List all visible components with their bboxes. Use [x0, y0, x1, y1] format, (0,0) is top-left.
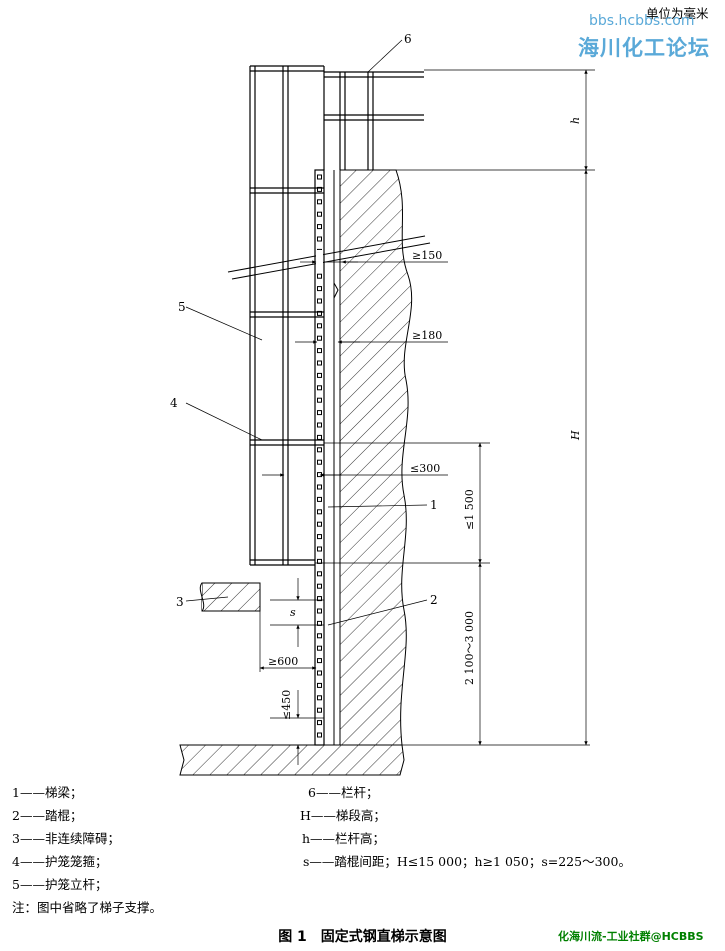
rung [317, 410, 322, 416]
legend-item-6: 6——栏杆； [308, 785, 379, 800]
unit-label: 单位为毫米 [646, 6, 709, 21]
top-railing [324, 71, 424, 170]
callout-4: 4 [170, 396, 178, 410]
wall [339, 169, 413, 746]
rung [317, 720, 322, 726]
legend-item-2: 2——踏棍； [12, 808, 83, 823]
figure-caption: 图 1 固定式钢直梯示意图 [278, 929, 447, 945]
callout-5: 5 [178, 300, 186, 314]
dimension-lines [259, 69, 595, 765]
rung [317, 620, 322, 626]
rung [317, 534, 322, 540]
rung [317, 633, 322, 639]
rung [317, 472, 322, 478]
callout-2: 2 [430, 593, 438, 607]
rung [317, 732, 322, 738]
dim-min180: ≥180 [412, 329, 442, 342]
watermark-site: bbs.hcbbs.com [589, 13, 695, 29]
legend-item-h: h——栏杆高； [302, 831, 386, 846]
legend-item-3: 3——非连续障碍； [12, 831, 120, 846]
rung [317, 298, 322, 304]
ladder-rungs [317, 174, 322, 738]
rung [317, 670, 322, 676]
rung [317, 323, 322, 329]
dim-min150: ≥150 [412, 249, 442, 262]
dim-range2100-3000: 2 100～3 000 [463, 611, 476, 685]
rung [317, 521, 322, 527]
rung [317, 348, 322, 354]
ground-slab [179, 744, 405, 776]
dim-max300: ≤300 [410, 462, 440, 475]
rung [317, 174, 322, 180]
rung [317, 360, 322, 366]
rung [317, 273, 322, 279]
break-zigzag [333, 258, 339, 300]
callout-6: 6 [404, 32, 412, 46]
legend-item-4: 4——护笼笼箍； [12, 854, 108, 869]
legend-item-1: 1——梯梁； [12, 785, 83, 800]
safety-cage [249, 65, 325, 566]
dim-H: H [569, 430, 582, 441]
rung [317, 645, 322, 651]
break-gap-fill [316, 250, 323, 272]
rung [317, 583, 322, 589]
dim-min600: ≥600 [268, 655, 298, 668]
rung [317, 496, 322, 502]
dim-h: h [569, 117, 582, 124]
break-line [227, 235, 431, 280]
rung [317, 286, 322, 292]
legend-item-H: H——梯段高； [300, 808, 386, 823]
rung [317, 211, 322, 217]
rung [317, 459, 322, 465]
rung [317, 596, 322, 602]
rung [317, 236, 322, 242]
dim-max450: ≤450 [280, 690, 293, 720]
rung [317, 682, 322, 688]
rung [317, 447, 322, 453]
rung [317, 484, 322, 490]
rung [317, 571, 322, 577]
rung [317, 335, 322, 341]
rung [317, 658, 322, 664]
rung [317, 558, 322, 564]
rung [317, 608, 322, 614]
rung [317, 372, 322, 378]
obstacle [199, 582, 261, 612]
rung [317, 509, 322, 515]
rung [317, 695, 322, 701]
dim-s: s [290, 606, 296, 619]
dim-max1500: ≤1 500 [463, 489, 476, 530]
figure-note: 注：图中省略了梯子支撑。 [12, 900, 163, 915]
callout-1: 1 [430, 498, 438, 512]
rung [317, 224, 322, 230]
rung [317, 707, 322, 713]
legend-item-5: 5——护笼立杆； [12, 877, 108, 892]
rung [317, 385, 322, 391]
rung [317, 422, 322, 428]
legend-item-s: s——踏棍间距；H≤15 000；h≥1 050；s=225～300。 [303, 854, 631, 869]
rung [317, 199, 322, 205]
rung [317, 546, 322, 552]
callout-3: 3 [176, 595, 184, 609]
credit-watermark: 化海川流-工业社群@HCBBS [558, 930, 704, 943]
rung [317, 397, 322, 403]
watermark-forum: 海川化工论坛 [578, 36, 710, 60]
rung [317, 434, 322, 440]
leader-lines [185, 39, 428, 626]
